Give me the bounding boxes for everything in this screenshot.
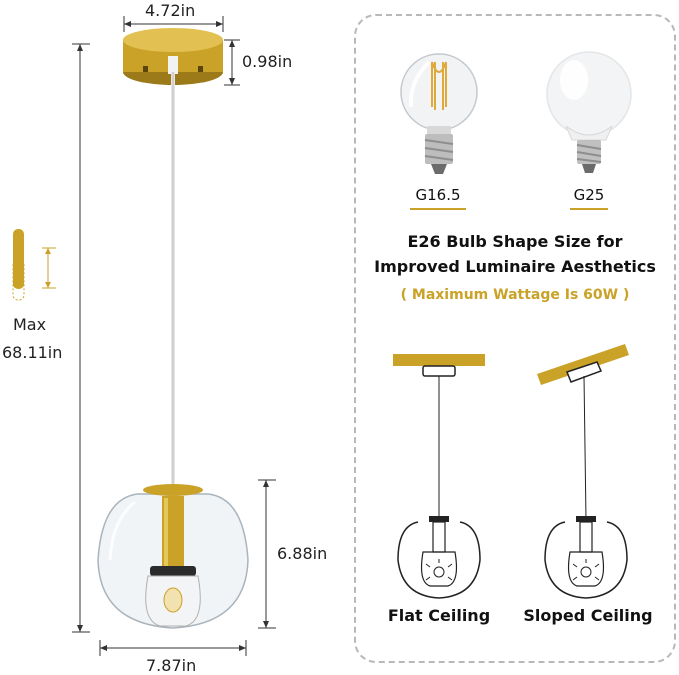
max-height-label: 68.11in (2, 343, 63, 362)
info-heading-line1: E26 Bulb Shape Size for (407, 232, 623, 251)
sloped-ceiling-diagram (537, 344, 629, 599)
sloped-ceiling-label: Sloped Ceiling (523, 606, 653, 625)
shade-width-label: 7.87in (146, 656, 197, 675)
filament-bulb-icon (400, 53, 478, 174)
info-heading-line2: Improved Luminaire Aesthetics (374, 257, 656, 276)
wattage-note: ( Maximum Wattage Is 60W ) (400, 287, 630, 303)
canopy-width-label: 4.72in (145, 1, 196, 20)
max-label: Max (13, 315, 47, 334)
canopy-height-label: 0.98in (242, 52, 293, 71)
product-dimension-diagram (12, 16, 276, 656)
bulb-underline-g165 (410, 208, 466, 210)
flat-ceiling-label: Flat Ceiling (387, 606, 491, 625)
bulb-label-g25: G25 (573, 186, 605, 204)
shade-height-label: 6.88in (277, 544, 328, 563)
flat-ceiling-diagram (393, 354, 485, 599)
bulb-info-card (354, 14, 676, 663)
globe-bulb-icon (546, 51, 632, 173)
bulb-label-g165: G16.5 (415, 186, 461, 204)
bulb-underline-g25 (570, 208, 608, 210)
